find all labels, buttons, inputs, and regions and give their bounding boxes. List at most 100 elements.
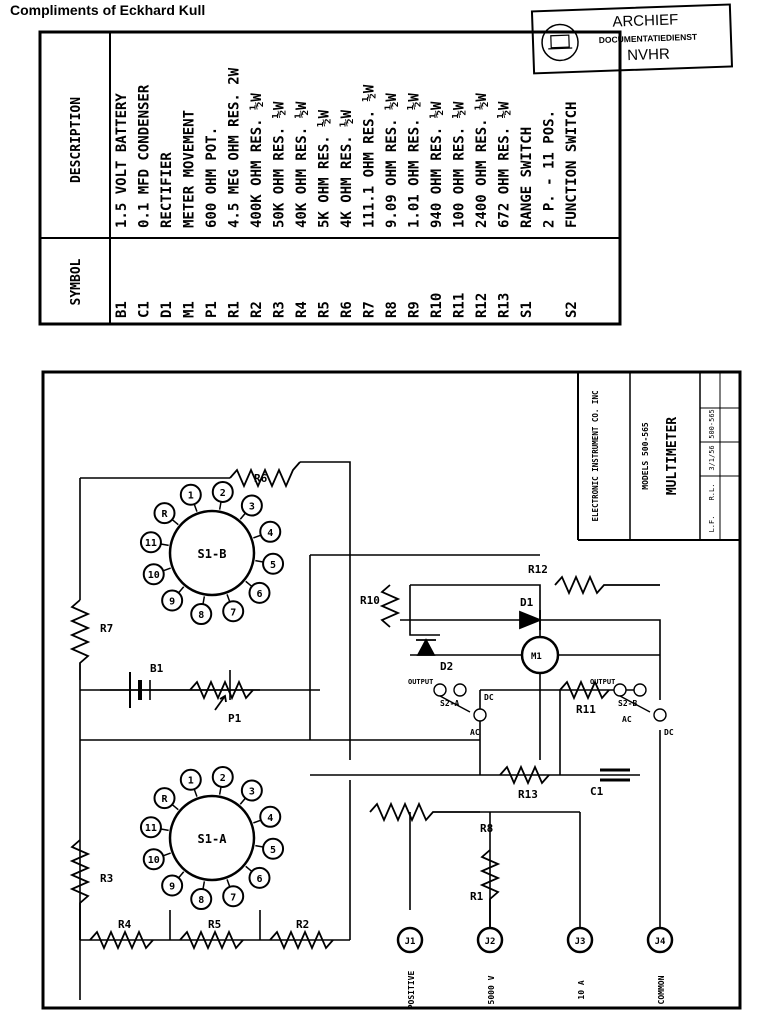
- capacitor-c1: [600, 768, 630, 782]
- switch-position-label: R: [161, 509, 168, 520]
- title-cell-2: R.L.: [708, 484, 716, 501]
- label-r12: R12: [528, 563, 548, 576]
- label-r6: R6: [254, 472, 268, 485]
- parts-description: 4.5 MEG OHM RES. 2W: [227, 67, 243, 228]
- switch-contact-line: [226, 879, 231, 888]
- title-main: MULTIMETER: [665, 417, 680, 495]
- switch-position: [161, 589, 184, 612]
- jack-label: POSITIVE: [407, 971, 416, 1010]
- switch-s2: [433, 683, 667, 722]
- stamp-line2: DOCUMENTATIEDIENST: [599, 32, 698, 45]
- stamp-line3: NVHR: [627, 46, 670, 64]
- switch-position-label: 11: [145, 823, 157, 834]
- jack-j3: [566, 926, 594, 954]
- parts-symbol: R10: [429, 293, 445, 318]
- switch-position: [139, 531, 162, 554]
- stamp-line1: ARCHIEF: [612, 11, 678, 30]
- label-r13: R13: [518, 788, 538, 801]
- switch-position-label: 9: [169, 596, 175, 607]
- switch-position: [211, 765, 234, 788]
- label-r10: R10: [360, 594, 380, 607]
- switch-position-label: 10: [148, 855, 160, 866]
- title-company: ELECTRONIC INSTRUMENT CO. INC: [591, 391, 600, 522]
- switch-contact-line: [178, 586, 185, 594]
- meter-m1: [520, 635, 560, 675]
- switch-position-label: 4: [267, 528, 273, 539]
- switch-contact-line: [178, 871, 185, 879]
- resistor-r10: [379, 584, 401, 628]
- resistor-r6: [229, 461, 301, 489]
- label-m1: M1: [531, 652, 542, 662]
- label-s2-dc-1: DC: [484, 693, 494, 702]
- label-s2a: S2-A: [440, 699, 459, 708]
- switch-position: [222, 885, 245, 908]
- resistor-r5: [179, 929, 244, 951]
- parts-description: 672 OHM RES. ½W: [497, 101, 513, 228]
- switch-position-label: 8: [198, 610, 204, 621]
- switch-contact-line: [253, 534, 262, 539]
- jack-label: 10 A: [577, 980, 586, 999]
- switch-contact-line: [193, 503, 198, 512]
- label-c1: C1: [590, 785, 604, 798]
- switch-contact-line: [255, 559, 264, 563]
- switch-position-label: 2: [220, 773, 226, 784]
- switch-body: [168, 509, 256, 597]
- label-r11: R11: [576, 703, 596, 716]
- label-s2-output-2: OUTPUT: [590, 678, 615, 686]
- resistor-r7: [69, 599, 91, 680]
- parts-description: 9.09 OHM RES. ½W: [384, 93, 400, 228]
- jack-id: J2: [485, 937, 496, 947]
- switch-position: [190, 603, 213, 626]
- parts-description: 400K OHM RES. ½W: [249, 93, 265, 228]
- parts-symbol: S2: [564, 301, 580, 318]
- resistor-r8: [369, 801, 480, 823]
- parts-description: 0.1 MFD CONDENSER: [137, 84, 153, 228]
- switch-contact-line: [171, 804, 179, 811]
- switch-position: [211, 480, 234, 503]
- switch-position: [190, 888, 213, 911]
- jack-label: COMMON: [657, 975, 666, 1004]
- switch-position: [262, 837, 285, 860]
- switch-contact-line: [239, 512, 246, 520]
- parts-list: SYMBOL DESCRIPTION B11.5 VOLT BATTERYC10…: [38, 30, 622, 326]
- schematic-border: [41, 370, 742, 1010]
- parts-header-symbol: SYMBOL: [69, 258, 84, 305]
- parts-description: 2 P. - 11 POS.: [542, 110, 558, 228]
- switch-contact-line: [255, 844, 264, 848]
- parts-symbol: R1: [227, 301, 243, 318]
- label-s2b: S2-B: [618, 699, 637, 708]
- switch-contact-line: [171, 519, 179, 526]
- parts-header-description: DESCRIPTION: [69, 97, 84, 183]
- label-s2-output-1: OUTPUT: [408, 678, 433, 686]
- parts-symbol: R11: [452, 293, 468, 318]
- parts-description: 40K OHM RES. ½W: [294, 101, 310, 228]
- parts-description: RANGE SWITCH: [519, 127, 535, 228]
- switch-position: [248, 866, 271, 889]
- switch-position: [240, 494, 263, 517]
- parts-symbol: R4: [294, 301, 310, 318]
- label-s2-ac-1: AC: [470, 728, 480, 737]
- parts-symbol: S1: [519, 301, 535, 318]
- stamp-logo-icon: [541, 23, 579, 62]
- resistor-r2: [269, 929, 334, 951]
- switch-position: [259, 520, 282, 543]
- switch-position: [179, 768, 202, 791]
- switch-contact-line: [218, 501, 222, 510]
- title-block: ELECTRONIC INSTRUMENT CO. INC MODELS 500…: [577, 372, 740, 541]
- parts-description: 5K OHM RES. ½W: [317, 109, 333, 228]
- switch-position-label: 3: [249, 787, 255, 798]
- pot-p1: [189, 679, 254, 711]
- switch-position-label: 6: [256, 874, 262, 885]
- switch-contact-line: [202, 881, 206, 890]
- switch-position: [142, 563, 165, 586]
- switch-position: [139, 816, 162, 839]
- switch-position-label: 6: [256, 589, 262, 600]
- label-r3: R3: [100, 872, 113, 885]
- diode-d1: [519, 610, 543, 630]
- switch-position: [153, 502, 176, 525]
- parts-symbol: D1: [159, 301, 175, 318]
